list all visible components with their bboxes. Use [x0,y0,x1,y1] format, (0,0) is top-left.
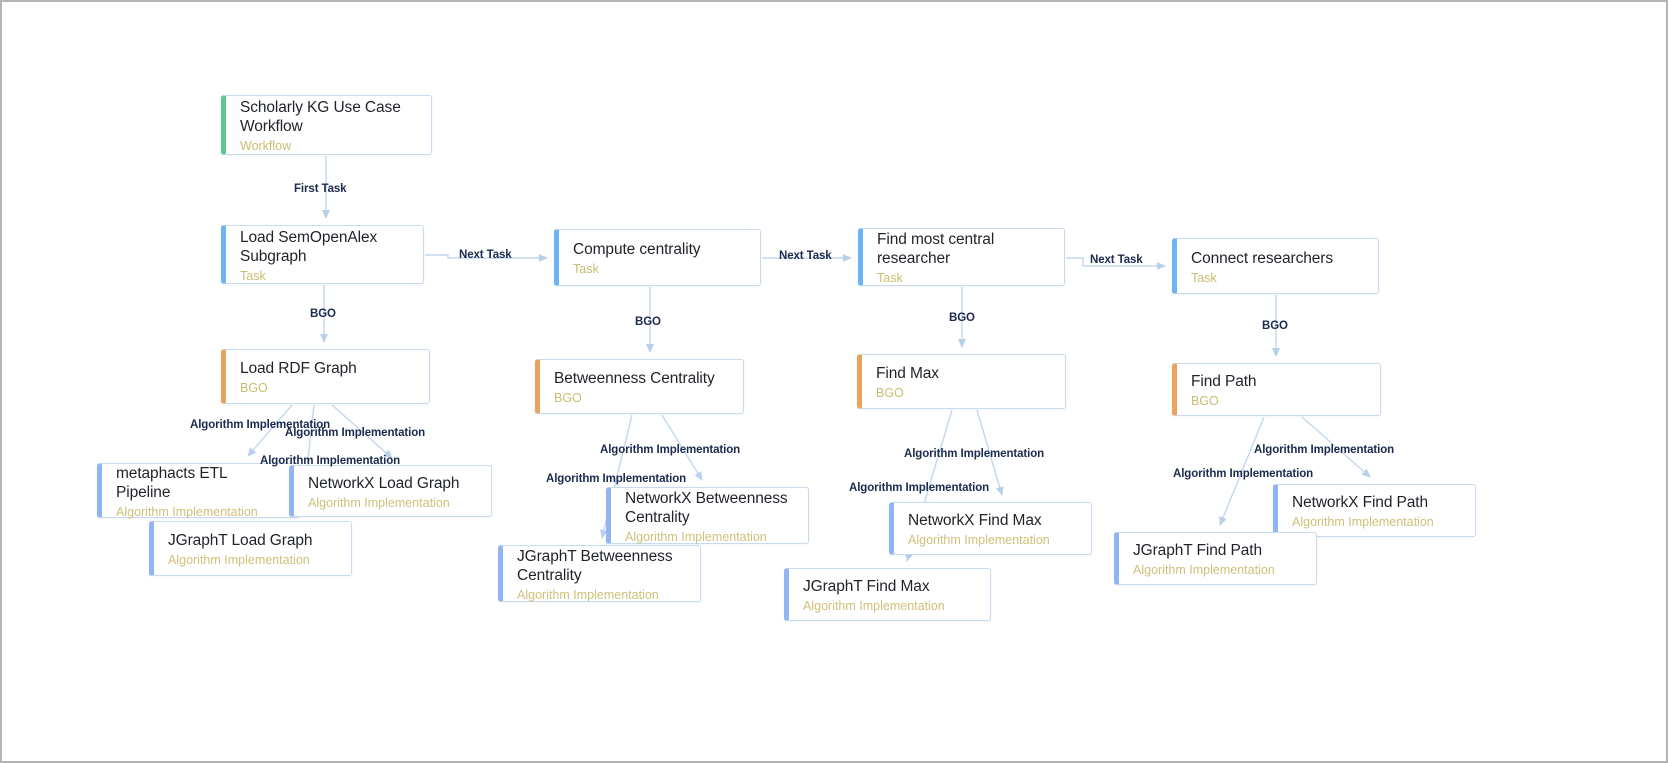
node-type-label: Workflow [240,139,292,153]
node-type-label: Algorithm Implementation [625,529,767,544]
edge-label-el8: BGO [1262,320,1288,332]
node-title: Find Max [876,365,939,382]
node-title: Find most central researcher [877,231,995,267]
node-type-label: Task [1191,270,1217,285]
edge-label-el6: BGO [635,316,661,328]
node-title: Scholarly KG Use Case Workflow [240,99,401,135]
edge-label-el14: Algorithm Implementation [904,448,1045,460]
node-title: JGraphT Load Graph [168,532,313,549]
node-type-label: Algorithm Implementation [116,504,258,519]
node-type-label: Task [240,268,266,283]
edge-label-el3: Next Task [779,250,832,262]
node-title: metaphacts ETL Pipeline [116,464,227,501]
node-title: Load SemOpenAlex Subgraph [240,228,378,265]
node-title: NetworkX Find Path [1292,494,1429,511]
node-type-label: Algorithm Implementation [308,495,450,510]
node-type-label: BGO [240,381,268,395]
node-type-label: Algorithm Implementation [908,533,1050,547]
node-type-label: BGO [876,386,904,400]
edge-label-el16: Algorithm Implementation [1254,444,1395,456]
node-type-label: Task [877,271,903,285]
node-title: Compute centrality [573,241,701,258]
edge-label-el15: Algorithm Implementation [849,482,990,494]
node-title: NetworkX Find Max [908,512,1042,529]
edge-label-el2: Next Task [459,249,512,261]
node-title: NetworkX Betweenness Centrality [625,489,788,526]
node-type-label: Algorithm Implementation [517,587,659,602]
edge-label-el17: Algorithm Implementation [1173,468,1314,480]
edge-label-el4: Next Task [1090,254,1143,266]
node-title: Find Path [1191,373,1257,390]
node-type-label: Algorithm Implementation [803,599,945,613]
edge-label-el9: Algorithm Implementation [190,419,331,431]
node-title: Connect researchers [1191,249,1333,267]
edge-label-el7: BGO [949,312,975,324]
node-title: JGraphT Betweenness Centrality [517,547,673,584]
node-title: JGraphT Find Max [803,578,930,595]
node-type-label: BGO [1191,394,1219,408]
node-type-label: BGO [554,391,582,405]
edge-label-el11: Algorithm Implementation [260,455,401,467]
node-title: NetworkX Load Graph [308,474,460,492]
node-type-label: Algorithm Implementation [168,553,310,567]
edge-label-el1: First Task [294,183,347,195]
node-title: Load RDF Graph [240,360,357,377]
node-type-label: Algorithm Implementation [1133,563,1275,577]
edge-label-el10: Algorithm Implementation [285,427,426,439]
node-type-label: Task [573,262,599,276]
node-title: JGraphT Find Path [1133,542,1262,559]
edge-label-el12: Algorithm Implementation [600,444,741,456]
edge-label-el13: Algorithm Implementation [546,473,687,485]
node-title: Betweenness Centrality [554,370,715,387]
edge-label-el5: BGO [310,308,336,320]
node-type-label: Algorithm Implementation [1292,515,1434,529]
